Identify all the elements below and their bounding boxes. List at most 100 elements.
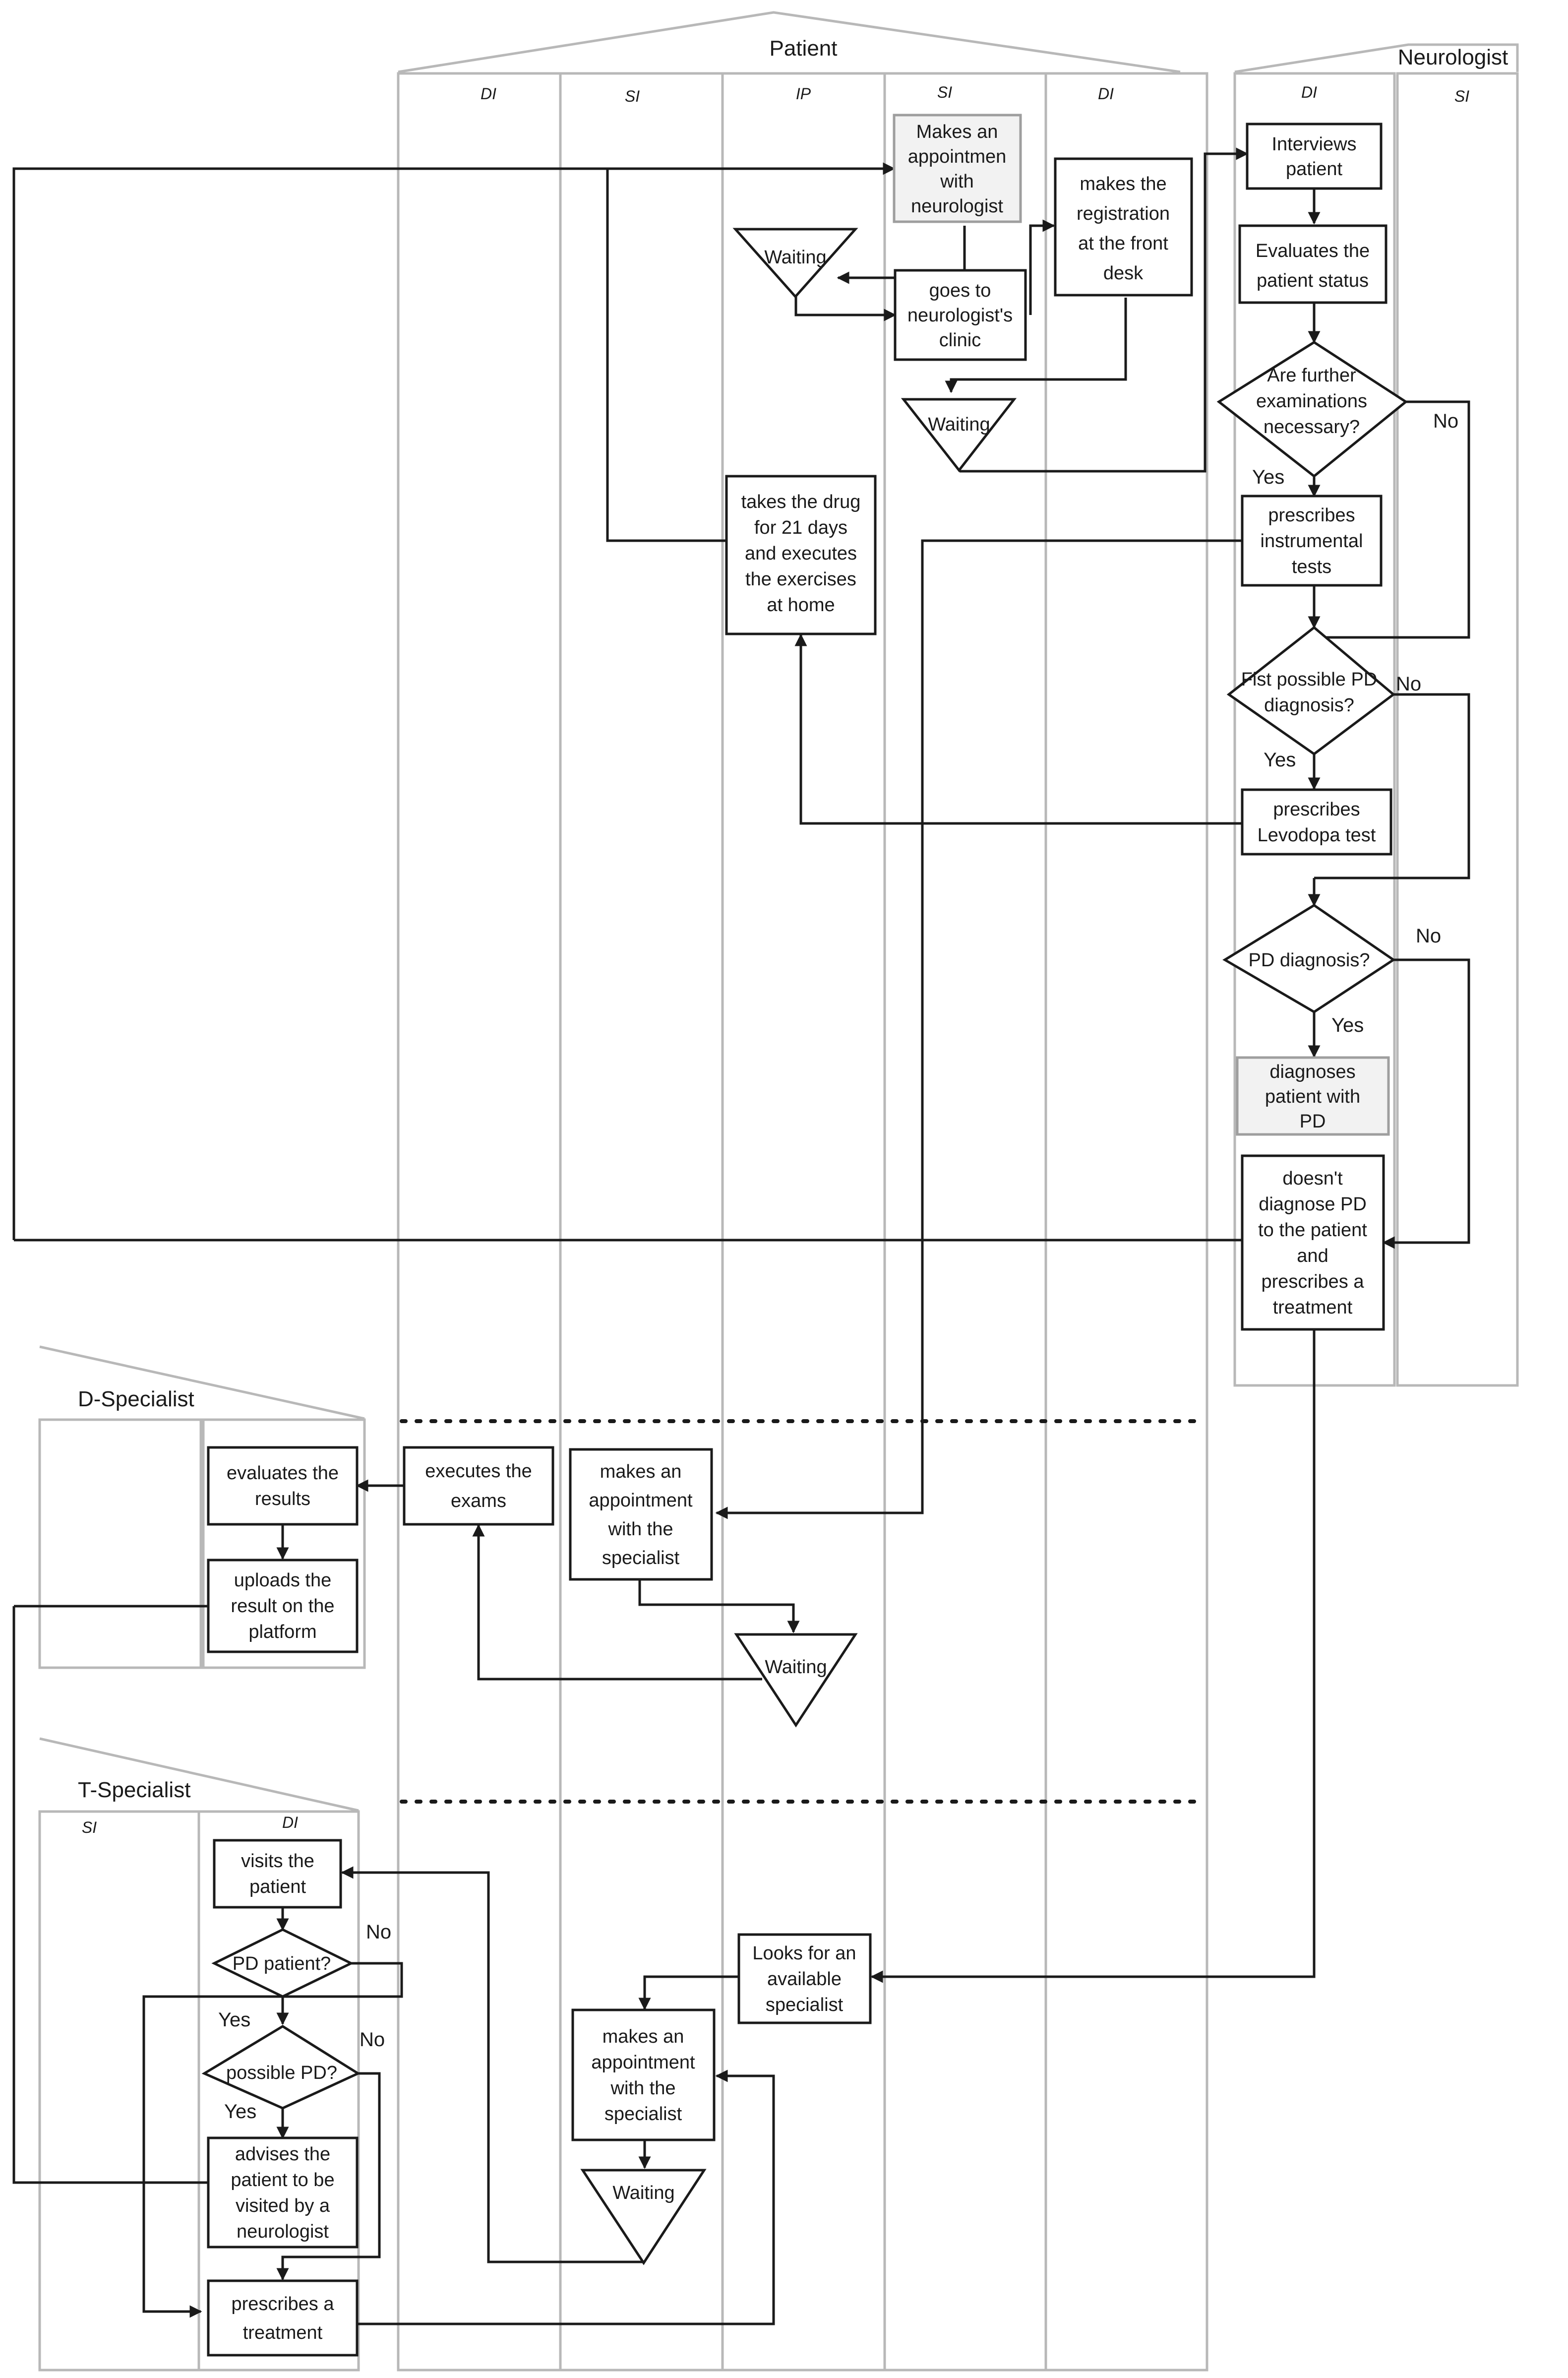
node-uploads-result-box (207, 1559, 359, 1653)
node-label-line: prescribes a (232, 2294, 335, 2315)
edge-tests-to-appointment-specialist (715, 539, 1242, 1519)
node-label-line: prescribes (1273, 799, 1360, 820)
node-label-line: Are further (1267, 365, 1356, 386)
node-label-line: PD diagnosis? (1248, 950, 1370, 971)
node-label-line: Interviews (1271, 134, 1356, 155)
label-pd-patient-no: No (366, 1921, 391, 1943)
node-label-line: diagnosis? (1264, 695, 1354, 716)
node-label-line: Waiting (928, 414, 990, 435)
node-takes-drug-box (725, 475, 877, 635)
node-makes-appointment-neurologist: Makes an appointmen with neurologist (893, 114, 1022, 223)
node-interviews-patient-box (1246, 123, 1383, 190)
node-evaluates-results-box (207, 1446, 359, 1526)
node-label-line: at the front (1078, 233, 1168, 254)
node-waiting-2: Waiting (901, 398, 1017, 473)
node-waiting-4: Waiting (580, 2169, 707, 2265)
node-diagnoses-pd-box (1236, 1056, 1390, 1136)
node-label-line: uploads the (234, 1570, 332, 1591)
node-label-line: at home (767, 595, 835, 616)
node-label-line: and executes (745, 543, 857, 564)
node-label-line: platform (248, 1622, 316, 1642)
node-label-line: with (940, 171, 974, 192)
node-label-line: neurologist (911, 196, 1003, 217)
patient-lane-di-1 (397, 72, 562, 2372)
d-specialist-lane-2 (202, 1418, 366, 1669)
node-possible-pd-label: possible PD? (226, 2063, 337, 2083)
node-label-line: executes the (425, 1461, 532, 1482)
node-label-line: Looks for an (752, 1943, 856, 1964)
node-label-line: specialist (604, 2104, 682, 2125)
patient-sublane-si-2-label: SI (937, 83, 952, 101)
edge-waiting-4-to-visits (341, 1866, 645, 2263)
node-prescribes-tests-box (1241, 495, 1383, 587)
node-label-line: appointment (589, 1490, 693, 1511)
node-label-line: appointment (591, 2052, 695, 2073)
node-waiting-2-triangle (901, 398, 1017, 473)
edge-waiting-3-to-exams (472, 1524, 762, 1681)
node-goes-to-clinic-box (894, 269, 1027, 361)
t-specialist-lane-si (38, 1810, 200, 2372)
node-makes-appointment-neurologist-label: Makes an appointmen with neurologist (908, 122, 1007, 217)
edge-first-pd-no (1314, 693, 1470, 879)
node-visits-patient-box (213, 1839, 342, 1909)
node-doesnt-diagnose-box (1241, 1154, 1385, 1331)
node-advises-patient-label: advises the patient to be visited by a neur… (231, 2144, 334, 2242)
node-possible-pd-diamond (201, 2025, 361, 2110)
node-label-line: advises the (235, 2144, 330, 2165)
lanes-layer: Patient DI SI IP SI DI Neurologist DI SI… (38, 11, 1519, 2372)
edge-registration-to-waiting-2 (945, 298, 1127, 393)
node-label-line: visited by a (236, 2195, 330, 2216)
edge-waiting-1-to-clinic (794, 295, 897, 321)
edge-pd-diagnosis-no (1382, 958, 1470, 1249)
node-uploads-result: uploads the result on the platform (207, 1559, 359, 1653)
node-evaluates-status-box (1238, 224, 1387, 304)
node-label-line: Makes an (916, 122, 998, 142)
node-label-line: neurologist (237, 2221, 329, 2242)
node-label-line: patient to be (231, 2170, 334, 2190)
node-label-line: clinic (939, 330, 981, 351)
edge-possible-pd-no (276, 2072, 381, 2281)
node-executes-exams-label: executes the exams (425, 1461, 532, 1511)
node-label-line: and (1297, 1246, 1328, 1266)
node-label-line: diagnose PD (1259, 1194, 1367, 1215)
patient-sublane-si-1-label: SI (625, 87, 640, 105)
edge-appointment-to-waiting-3 (638, 1580, 800, 1633)
label-further-exams-no: No (1433, 410, 1458, 432)
label-possible-pd-no: No (360, 2029, 385, 2051)
node-label-line: prescribes a (1262, 1271, 1365, 1292)
label-pd-patient-yes: Yes (218, 2009, 250, 2031)
patient-pool-header (398, 11, 1181, 73)
neurologist-lane-si (1396, 72, 1519, 1387)
node-label-line: exams (451, 1491, 506, 1511)
patient-lane-title: Patient (770, 36, 838, 61)
node-label-line: PD (1300, 1111, 1326, 1132)
node-pd-patient-diamond (211, 1928, 354, 1998)
node-label-line: possible PD? (226, 2063, 337, 2083)
d-specialist-lane-title: D-Specialist (78, 1387, 194, 1411)
node-executes-exams-box (403, 1446, 554, 1526)
edge-advises-to-left-loop (12, 1606, 208, 2184)
node-label-line: appointmen (908, 146, 1007, 167)
edge-doesnt-diagnose-to-looks-for (870, 1329, 1316, 1983)
node-pd-patient: PD patient? (211, 1928, 354, 1998)
node-registration-box (1054, 157, 1193, 297)
node-appointment-specialist-2-box (571, 2008, 716, 2141)
node-label-line: result on the (231, 1596, 334, 1617)
t-specialist-lane-di (197, 1810, 360, 2372)
